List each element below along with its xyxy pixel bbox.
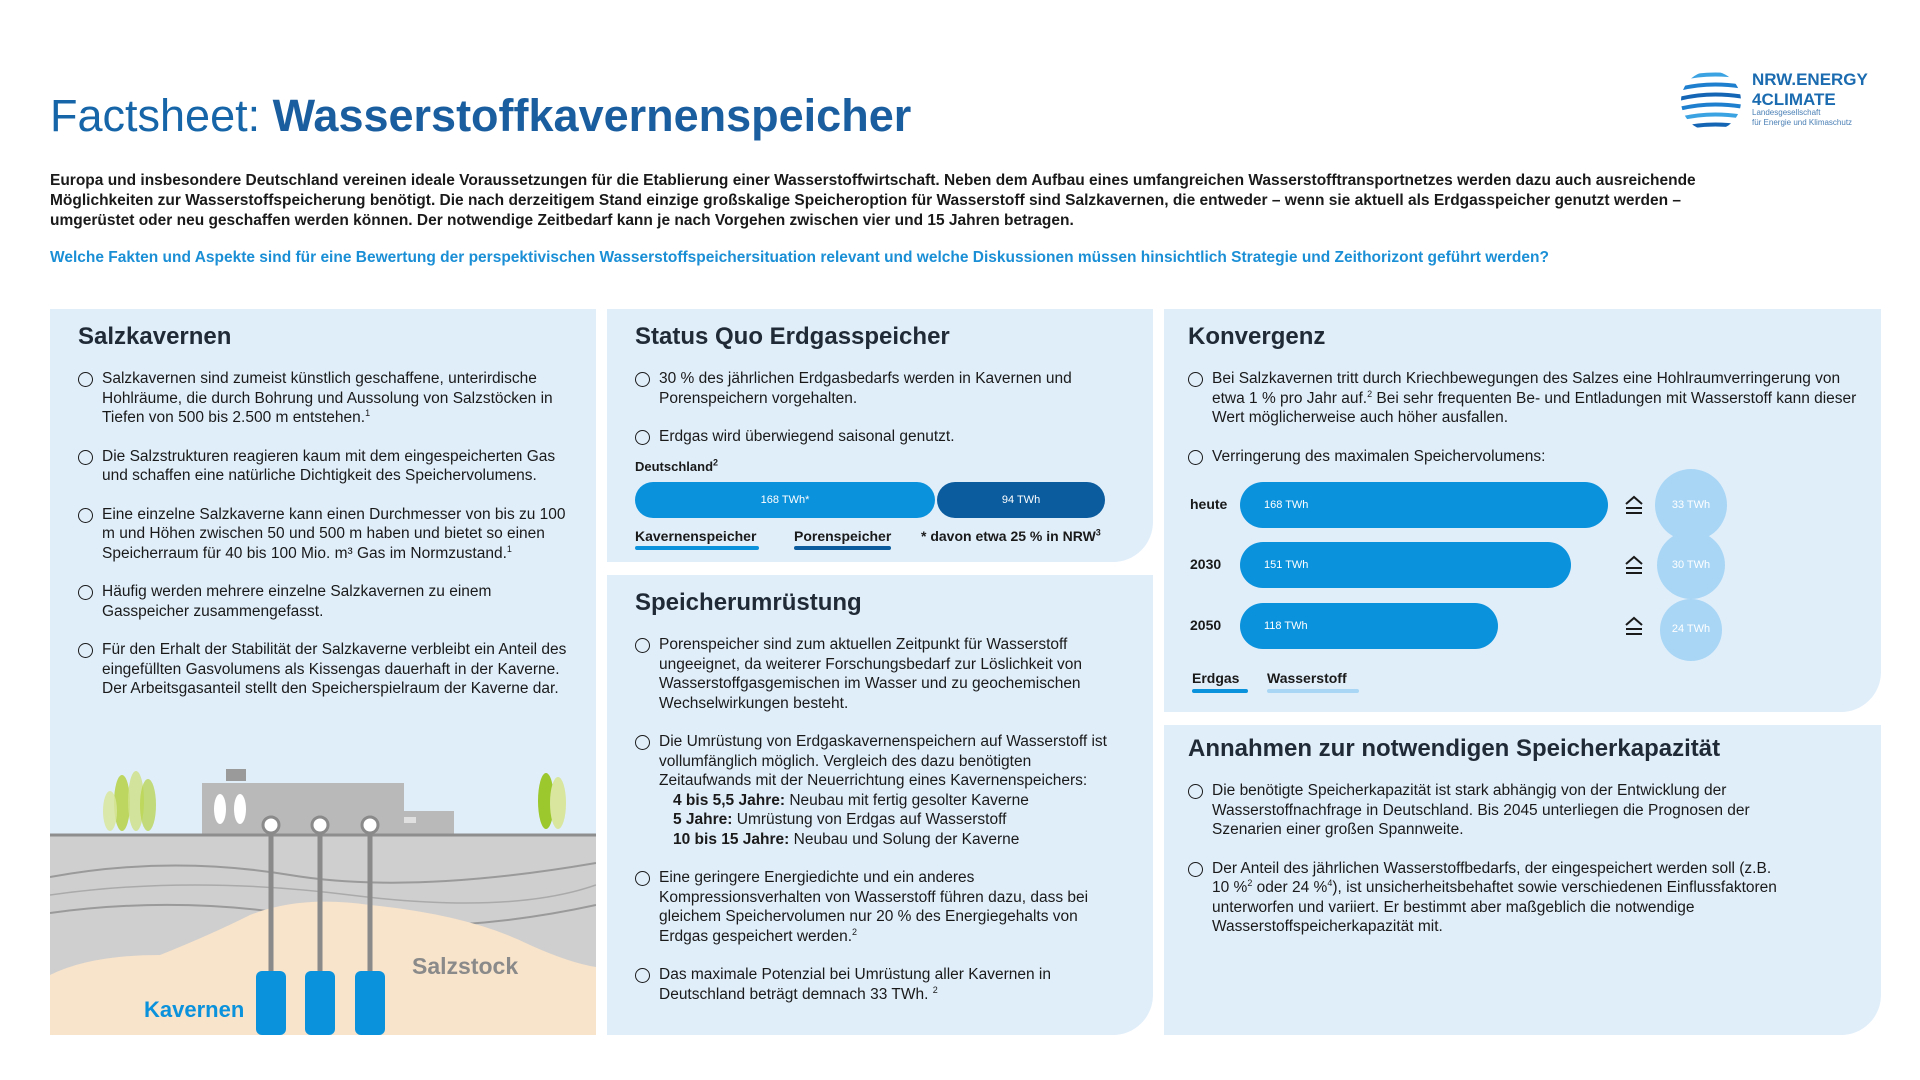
panel-title-salzkavernen: Salzkavernen xyxy=(78,323,232,350)
tree-icon xyxy=(114,775,130,831)
cavern-shape xyxy=(305,971,335,1035)
cavern-shape xyxy=(355,971,385,1035)
legend-line-wasserstoff xyxy=(1267,689,1359,693)
year-label: 2030 xyxy=(1190,556,1222,572)
year-label: heute xyxy=(1190,496,1228,512)
list-item: Verringerung des maximalen Speichervolum… xyxy=(1188,447,1858,467)
year-label: 2050 xyxy=(1190,617,1222,633)
panel-status-quo: Status Quo Erdgasspeicher 30 % des jährl… xyxy=(607,309,1153,562)
list-item: Die Umrüstung von Erdgaskavernenspeicher… xyxy=(635,732,1125,849)
list-item: Für den Erhalt der Stabilität der Salzka… xyxy=(78,640,568,699)
bar-porenspeicher: 94 TWh xyxy=(937,482,1105,518)
panel-salzkavernen: Salzkavernen Salzkavernen sind zumeist k… xyxy=(50,309,596,1035)
globe-logo-icon xyxy=(1681,72,1741,131)
legend-wasserstoff: Wasserstoff xyxy=(1267,670,1347,686)
intro-text: Europa und insbesondere Deutschland vere… xyxy=(50,172,1696,229)
title-main: Wasserstoffkavernenspeicher xyxy=(272,90,912,141)
legend-erdgas: Erdgas xyxy=(1192,670,1240,686)
list-item: Häufig werden mehrere einzelne Salzkaver… xyxy=(78,582,568,621)
panel-speicherumruestung: Speicherumrüstung Porenspeicher sind zum… xyxy=(607,575,1153,1035)
cavern-shape xyxy=(256,971,286,1035)
logo-line1: NRW.ENERGY xyxy=(1752,70,1868,89)
page-title: Factsheet: Wasserstoffkavernenspeicher xyxy=(50,90,911,142)
logo: NRW.ENERGY 4CLIMATE Landesgesellschaft f… xyxy=(1680,68,1890,138)
legend-porenspeicher: Porenspeicher xyxy=(794,528,892,544)
list-item: Salzkavernen sind zumeist künstlich gesc… xyxy=(78,369,568,428)
circle-wasserstoff-heute: 33 TWh xyxy=(1655,469,1727,541)
footnote-nrw: * davon etwa 25 % in NRW3 xyxy=(921,527,1101,544)
panel-title-konvergenz: Konvergenz xyxy=(1188,323,1326,350)
bar-erdgas-2050: 118 TWh xyxy=(1240,603,1499,649)
list-item: Der Anteil des jährlichen Wasserstoffbed… xyxy=(1188,859,1778,937)
salzkavernen-list: Salzkavernen sind zumeist künstlich gesc… xyxy=(78,369,568,699)
chart-label-deutschland: Deutschland2 xyxy=(635,457,719,474)
legend-line-kavernen xyxy=(635,546,759,550)
list-item: Erdgas wird überwiegend saisonal genutzt… xyxy=(635,427,1125,447)
bar-kavernenspeicher: 168 TWh* xyxy=(635,482,936,518)
list-item: Bei Salzkavernen tritt durch Kriechbeweg… xyxy=(1188,369,1858,428)
konvergenz-list: Bei Salzkavernen tritt durch Kriechbeweg… xyxy=(1188,369,1858,466)
tree-icon xyxy=(550,777,566,829)
list-item: Die Salzstrukturen reagieren kaum mit de… xyxy=(78,447,568,486)
legend-line-erdgas xyxy=(1192,689,1248,693)
salt-dome xyxy=(50,901,596,1035)
key-question: Welche Fakten und Aspekte sind für eine … xyxy=(50,249,1549,266)
logo-line2: 4CLIMATE xyxy=(1752,90,1836,109)
tree-icon xyxy=(128,771,144,831)
bar-erdgas-2030: 151 TWh xyxy=(1240,542,1571,588)
list-item: 30 % des jährlichen Erdgasbedarfs werden… xyxy=(635,369,1125,408)
equivalence-icon xyxy=(1625,495,1643,514)
salt-cavern-illustration xyxy=(50,769,596,1035)
annahmen-list: Die benötigte Speicherkapazität ist star… xyxy=(1188,781,1778,937)
list-item: Porenspeicher sind zum aktuellen Zeitpun… xyxy=(635,635,1125,713)
logo-sub2: für Energie und Klimaschutz xyxy=(1752,118,1853,127)
panel-title-umruestung: Speicherumrüstung xyxy=(635,589,862,616)
umruestung-list: Porenspeicher sind zum aktuellen Zeitpun… xyxy=(635,635,1125,1004)
panel-annahmen: Annahmen zur notwendigen Speicherkapazit… xyxy=(1164,725,1881,1035)
kavernen-label: Kavernen xyxy=(144,997,245,1022)
equivalence-icon xyxy=(1625,616,1643,635)
circle-wasserstoff-2030: 30 TWh xyxy=(1656,530,1726,600)
list-item: Die benötigte Speicherkapazität ist star… xyxy=(1188,781,1778,840)
tree-icon xyxy=(103,791,117,831)
title-prefix: Factsheet: xyxy=(50,90,261,141)
panel-title-status: Status Quo Erdgasspeicher xyxy=(635,323,950,350)
legend-line-poren xyxy=(794,546,891,550)
legend-kavernenspeicher: Kavernenspeicher xyxy=(635,528,757,544)
bar-erdgas-heute: 168 TWh xyxy=(1240,482,1608,528)
panel-title-annahmen: Annahmen zur notwendigen Speicherkapazit… xyxy=(1188,735,1721,762)
salzstock-label: Salzstock xyxy=(412,953,519,979)
logo-sub1: Landesgesellschaft xyxy=(1752,108,1821,117)
circle-wasserstoff-2050: 24 TWh xyxy=(1660,599,1722,661)
tree-icon xyxy=(140,779,156,831)
list-item: Das maximale Potenzial bei Umrüstung all… xyxy=(635,965,1125,1004)
list-item: Eine geringere Energiedichte und ein and… xyxy=(635,868,1125,946)
tree-icon xyxy=(538,773,554,829)
panel-konvergenz: Konvergenz Bei Salzkavernen tritt durch … xyxy=(1164,309,1881,712)
equivalence-icon xyxy=(1625,555,1643,574)
list-item: Eine einzelne Salzkaverne kann einen Dur… xyxy=(78,505,568,564)
status-list: 30 % des jährlichen Erdgasbedarfs werden… xyxy=(635,369,1125,447)
